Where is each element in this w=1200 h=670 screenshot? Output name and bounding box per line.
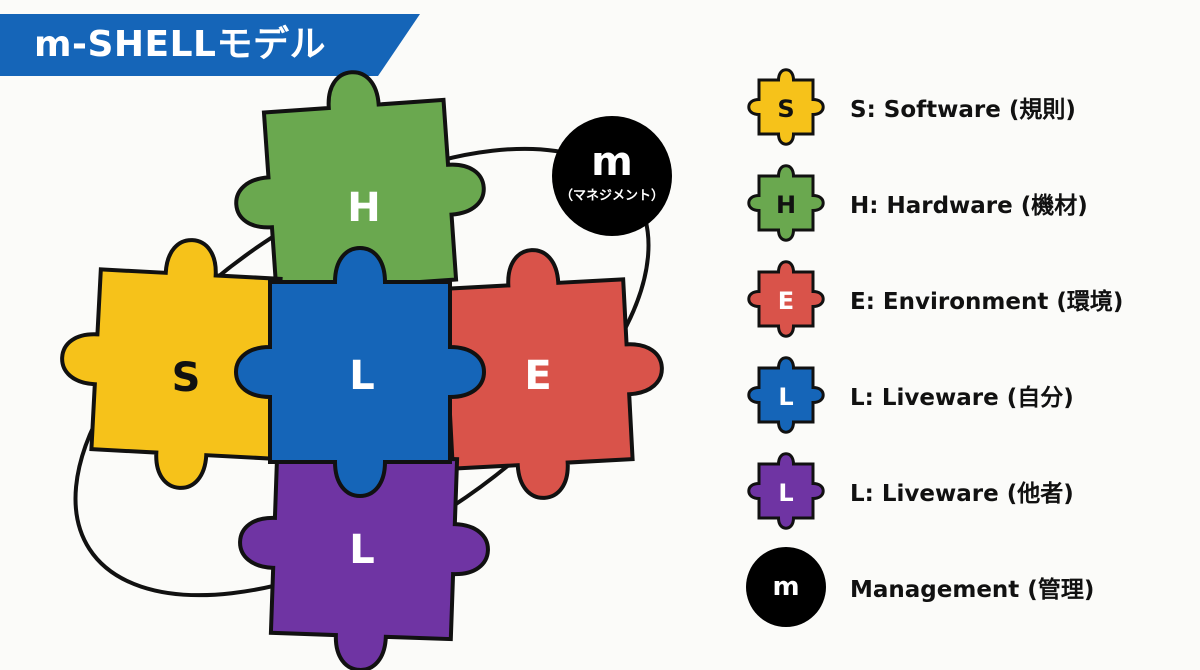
liveware-self-legend-icon: L xyxy=(747,356,825,434)
legend-item-liveware-others: L L: Liveware (他者) xyxy=(740,446,1180,536)
legend-letter: E xyxy=(778,287,794,315)
title-banner: m-SHELLモデル xyxy=(0,14,420,76)
liveware-self-letter: L xyxy=(349,353,375,399)
legend-label: S: Software (規則) xyxy=(850,97,1076,123)
legend-item-management: m Management (管理) xyxy=(740,542,1180,632)
legend-item-environment: E E: Environment (環境) xyxy=(740,254,1180,344)
management-label: （マネジメント） xyxy=(560,188,664,204)
environment-letter: E xyxy=(524,353,551,399)
legend-item-hardware: H H: Hardware (機材) xyxy=(740,158,1180,248)
hardware-legend-icon: H xyxy=(747,164,825,242)
legend-label: L: Liveware (他者) xyxy=(850,481,1074,507)
legend-label: H: Hardware (機材) xyxy=(850,193,1088,219)
liveware-others-letter: L xyxy=(349,527,375,573)
legend-letter: L xyxy=(778,383,793,411)
legend-label: L: Liveware (自分) xyxy=(850,385,1074,411)
liveware-others-legend-icon: L xyxy=(747,452,825,530)
page-title: m-SHELLモデル xyxy=(34,24,326,65)
piece-letters: H S L E L xyxy=(172,185,552,573)
legend-letter: L xyxy=(778,479,793,507)
hardware-letter: H xyxy=(347,185,380,231)
legend-letter: m xyxy=(772,572,799,602)
management-letter: m xyxy=(591,139,633,185)
management-circle xyxy=(552,116,672,236)
legend-item-liveware-self: L L: Liveware (自分) xyxy=(740,350,1180,440)
environment-legend-icon: E xyxy=(747,260,825,338)
management-node: m （マネジメント） xyxy=(552,116,672,236)
legend-letter: H xyxy=(776,191,796,219)
software-legend-icon: S xyxy=(747,68,825,146)
software-letter: S xyxy=(172,355,201,401)
legend-letter: S xyxy=(777,95,794,123)
title-banner-shape xyxy=(0,14,420,76)
legend-label: Management (管理) xyxy=(850,577,1095,603)
legend-label: E: Environment (環境) xyxy=(850,289,1124,315)
legend-item-software: S S: Software (規則) xyxy=(740,62,1180,152)
management-legend-icon: m xyxy=(746,547,826,627)
m-shell-diagram: H S L E L m （マネジメント） xyxy=(0,61,672,670)
